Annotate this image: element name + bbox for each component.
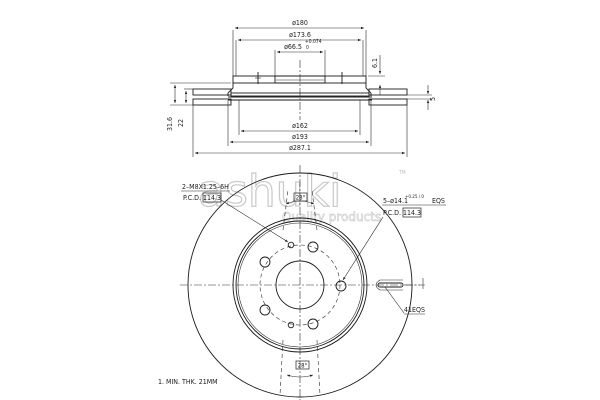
bolt-holes-tol: +0.25 / 0 (405, 194, 424, 200)
thread-holes-label: 2–M8X1.25–6H (182, 183, 229, 191)
bolt-hole (307, 318, 319, 330)
friction-ring-top-right (368, 88, 408, 96)
vanes-label: 41EQS (404, 306, 425, 314)
bolt-hole (307, 241, 319, 253)
min-thickness-note: 1. MIN. THK. 21MM (158, 378, 218, 386)
dim-center-bore-tol-upper: +0.074 (305, 39, 322, 45)
dim-hat-depth: 6.1 (371, 58, 379, 68)
dim-vent-gap: 5 (429, 97, 437, 101)
bolt-pcd-label: P.C.D. (383, 209, 401, 217)
bolt-holes (259, 241, 347, 330)
angle-bottom: 28° (298, 363, 308, 370)
bolt-hole (259, 304, 271, 316)
bolt-hole (259, 256, 271, 268)
friction-ring-bottom-right (368, 98, 408, 106)
thread-pcd-label: P.C.D. (183, 194, 201, 202)
bolt-callout: 5–ø14.1 +0.25 / 0 EQS P.C.D. 114.3 (342, 194, 446, 281)
watermark-tagline: Quality products (282, 210, 381, 224)
vane-slot (375, 279, 403, 291)
dim-center-bore: ø66.5 (284, 43, 302, 51)
dim-outer-hat-diameter: ø180 (292, 19, 308, 27)
angle-top: 28° (296, 195, 306, 202)
bolt-pcd-value: 114.3 (403, 209, 421, 217)
dim-inner-vent-diameter: ø162 (292, 122, 308, 130)
watermark-trademark: TM (398, 170, 406, 176)
bolt-holes-label: 5–ø14.1 (383, 197, 408, 205)
dim-disc-thickness: 22 (177, 119, 185, 127)
dim-hat-inner-diameter: ø173.6 (289, 31, 311, 39)
threaded-hole (287, 321, 295, 329)
dim-center-bore-tol-lower: 0 (306, 45, 309, 51)
dim-outer-diameter: ø287.1 (289, 144, 311, 152)
threaded-hole (287, 241, 295, 249)
friction-ring-top-left (192, 88, 232, 96)
dim-total-height: 31.6 (166, 117, 174, 131)
friction-ring-bottom-left (192, 98, 232, 106)
thread-callout: 2–M8X1.25–6H P.C.D. 114.3 (181, 183, 289, 243)
thread-pcd-value: 114.3 (203, 194, 221, 202)
dim-friction-inner-diameter: ø193 (292, 133, 308, 141)
hat-flange (232, 75, 367, 84)
front-view: 28° 28° 41EQS (180, 165, 425, 400)
bolt-holes-suffix: EQS (432, 197, 445, 205)
side-section-view: ø180 ø173.6 ø66.5 +0.074 0 6.1 5 31.6 22 (166, 19, 437, 157)
bolt-hole (335, 280, 347, 292)
